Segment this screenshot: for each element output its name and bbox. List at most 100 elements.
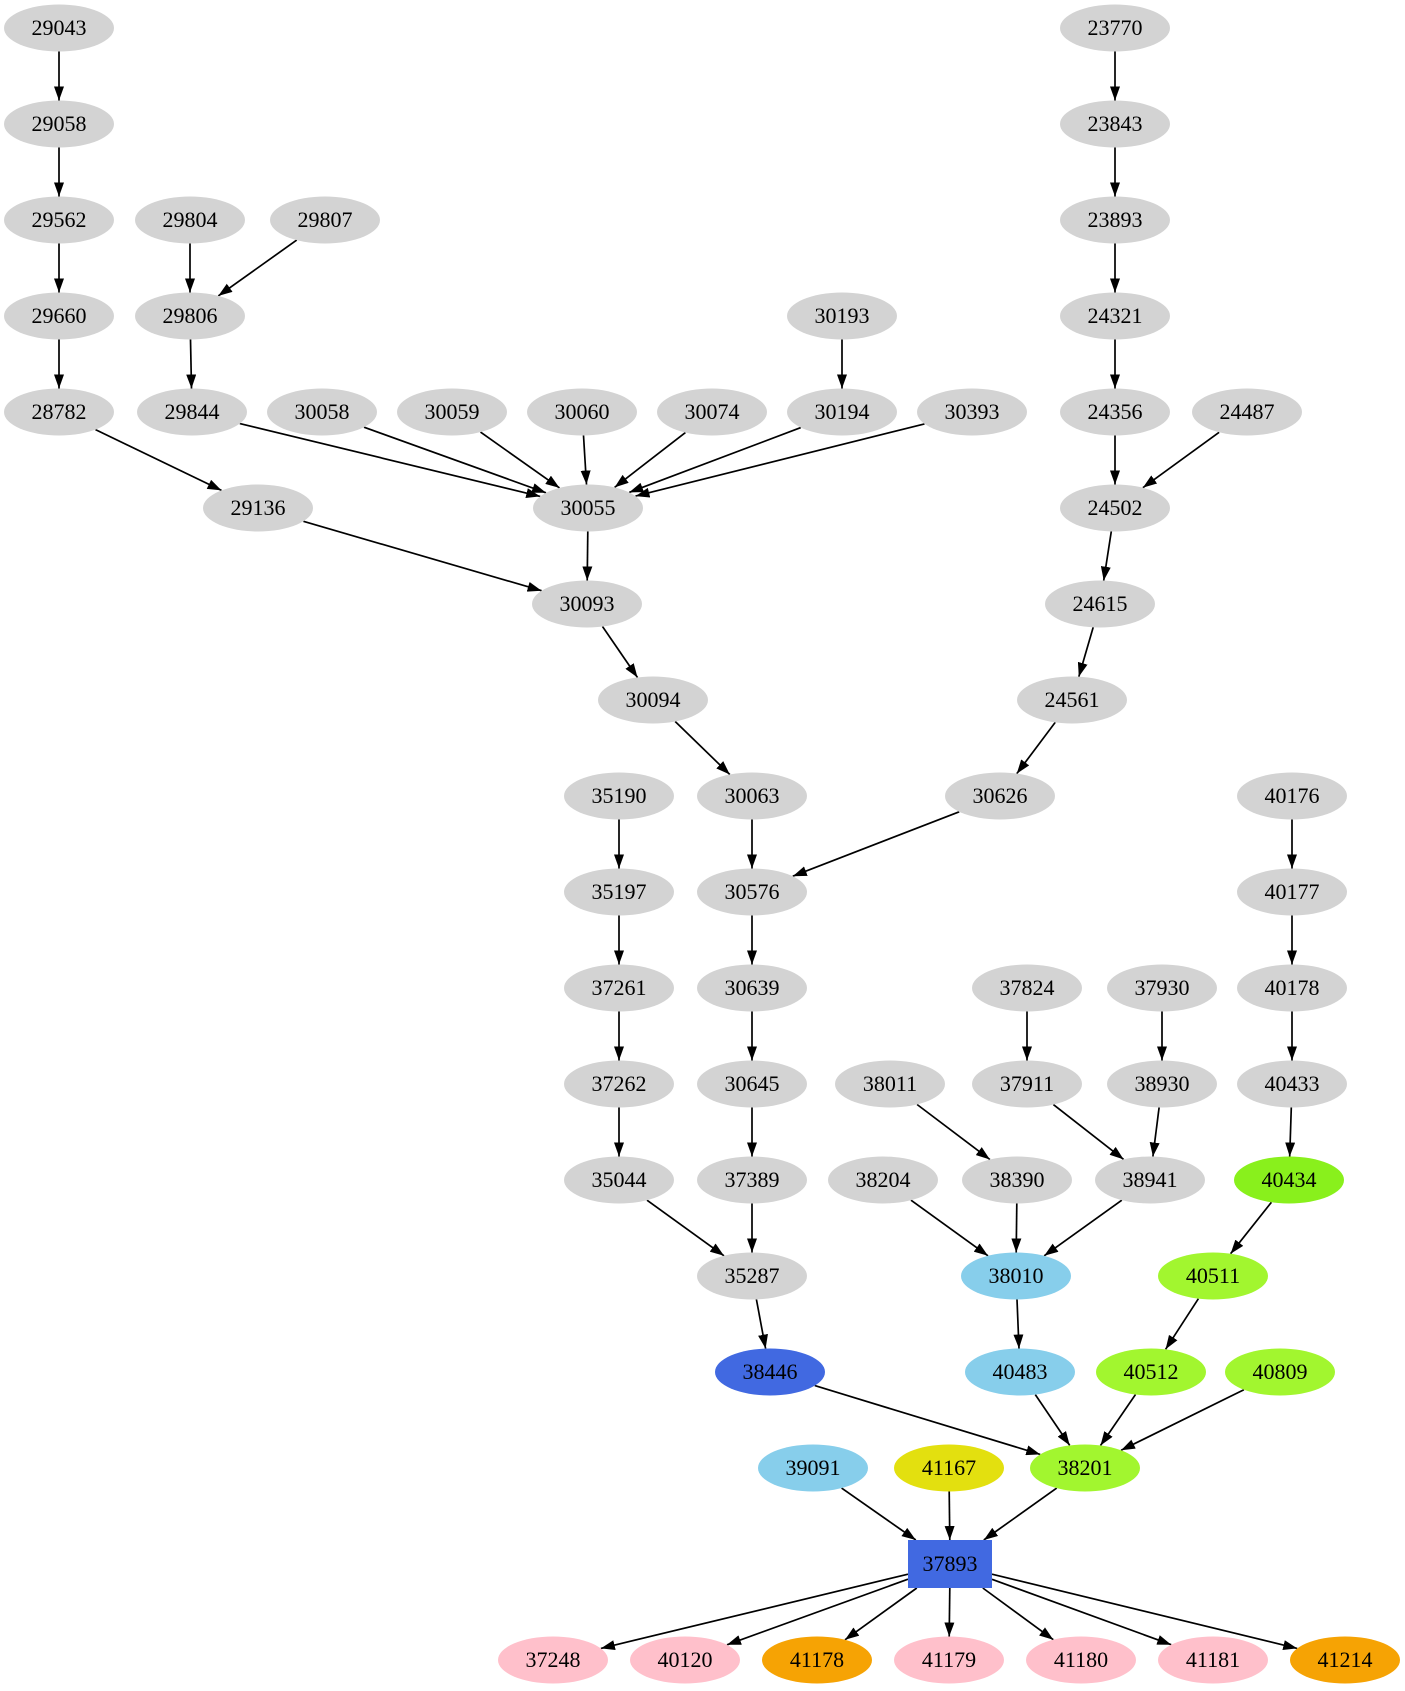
- edge-35044-35287: [646, 1199, 725, 1257]
- node-label: 38390: [990, 1167, 1045, 1192]
- node-label: 23893: [1088, 207, 1143, 232]
- edge-30626-30576: [792, 811, 960, 877]
- node-35197: 35197: [564, 868, 674, 916]
- node-ellipse: [1158, 1636, 1268, 1684]
- node-ellipse: [697, 1060, 807, 1108]
- edge-30094-30063: [674, 720, 731, 776]
- node-ellipse: [945, 772, 1055, 820]
- node-ellipse: [715, 1348, 825, 1396]
- node-38010: 38010: [961, 1252, 1071, 1300]
- node-37248: 37248: [498, 1636, 608, 1684]
- node-label: 30060: [555, 399, 610, 424]
- edge-37893-37248: [600, 1573, 909, 1650]
- edge-29806-29844: [186, 339, 197, 389]
- node-ellipse: [267, 388, 377, 436]
- node-38930: 38930: [1107, 1060, 1217, 1108]
- node-label: 37389: [725, 1167, 780, 1192]
- node-30645: 30645: [697, 1060, 807, 1108]
- node-ellipse: [1192, 388, 1302, 436]
- node-35287: 35287: [697, 1252, 807, 1300]
- node-30094: 30094: [598, 676, 708, 724]
- node-label: 23770: [1088, 15, 1143, 40]
- node-label: 37261: [592, 975, 647, 1000]
- node-41180: 41180: [1026, 1636, 1136, 1684]
- node-label: 40433: [1265, 1071, 1320, 1096]
- node-37893: 37893: [908, 1540, 992, 1588]
- node-label: 29807: [298, 207, 353, 232]
- node-ellipse: [972, 1060, 1082, 1108]
- edge-40512-38201: [1099, 1394, 1137, 1446]
- node-label: 30063: [725, 783, 780, 808]
- node-label: 40483: [993, 1359, 1048, 1384]
- edge-30074-30055: [614, 431, 686, 489]
- node-29806: 29806: [135, 292, 245, 340]
- node-ellipse: [1060, 388, 1170, 436]
- node-label: 40177: [1265, 879, 1320, 904]
- node-ellipse: [564, 964, 674, 1012]
- node-label: 37893: [923, 1551, 978, 1576]
- node-30060: 30060: [527, 388, 637, 436]
- node-label: 37248: [526, 1647, 581, 1672]
- node-24502: 24502: [1060, 484, 1170, 532]
- node-23843: 23843: [1060, 100, 1170, 148]
- node-label: 38201: [1058, 1455, 1113, 1480]
- edge-37893-41214: [991, 1573, 1298, 1650]
- edge-38201-37893: [983, 1487, 1058, 1541]
- node-label: 30093: [560, 591, 615, 616]
- edge-24615-24561: [1077, 627, 1095, 677]
- edge-38446-38201: [814, 1384, 1041, 1456]
- node-ellipse: [1237, 964, 1347, 1012]
- node-ellipse: [135, 196, 245, 244]
- node-ellipse: [564, 1060, 674, 1108]
- node-38390: 38390: [962, 1156, 1072, 1204]
- node-label: 28782: [32, 399, 87, 424]
- node-label: 40511: [1186, 1263, 1240, 1288]
- node-ellipse: [697, 772, 807, 820]
- node-label: 30645: [725, 1071, 780, 1096]
- node-label: 37930: [1135, 975, 1190, 1000]
- node-37262: 37262: [564, 1060, 674, 1108]
- node-ellipse: [532, 580, 642, 628]
- node-ellipse: [1107, 1060, 1217, 1108]
- node-24321: 24321: [1060, 292, 1170, 340]
- node-ellipse: [965, 1348, 1075, 1396]
- node-ellipse: [962, 1156, 1072, 1204]
- node-label: 24615: [1073, 591, 1128, 616]
- node-label: 40809: [1253, 1359, 1308, 1384]
- node-38011: 38011: [835, 1060, 945, 1108]
- node-ellipse: [1060, 100, 1170, 148]
- edge-38011-38390: [916, 1103, 991, 1161]
- node-ellipse: [1030, 1444, 1140, 1492]
- edge-30060-30055: [580, 435, 591, 485]
- edge-38204-38010: [910, 1199, 989, 1257]
- node-label: 30074: [685, 399, 740, 424]
- node-ellipse: [894, 1636, 1004, 1684]
- node-29660: 29660: [4, 292, 114, 340]
- node-label: 30194: [815, 399, 870, 424]
- node-ellipse: [1026, 1636, 1136, 1684]
- node-label: 37824: [1000, 975, 1055, 1000]
- node-29807: 29807: [270, 196, 380, 244]
- node-30074: 30074: [657, 388, 767, 436]
- node-label: 35190: [592, 783, 647, 808]
- node-40809: 40809: [1225, 1348, 1335, 1396]
- node-28782: 28782: [4, 388, 114, 436]
- node-23893: 23893: [1060, 196, 1170, 244]
- node-40512: 40512: [1096, 1348, 1206, 1396]
- node-label: 41181: [1186, 1647, 1240, 1672]
- node-ellipse: [1045, 580, 1155, 628]
- node-ellipse: [1060, 484, 1170, 532]
- node-label: 38010: [989, 1263, 1044, 1288]
- node-label: 41214: [1318, 1647, 1373, 1672]
- node-label: 35197: [592, 879, 647, 904]
- node-30093: 30093: [532, 580, 642, 628]
- edge-29807-29806: [217, 239, 298, 297]
- node-label: 41178: [790, 1647, 844, 1672]
- node-30576: 30576: [697, 868, 807, 916]
- edge-39091-37893: [841, 1487, 917, 1541]
- node-35190: 35190: [564, 772, 674, 820]
- node-ellipse: [135, 292, 245, 340]
- node-40434: 40434: [1234, 1156, 1344, 1204]
- node-ellipse: [498, 1636, 608, 1684]
